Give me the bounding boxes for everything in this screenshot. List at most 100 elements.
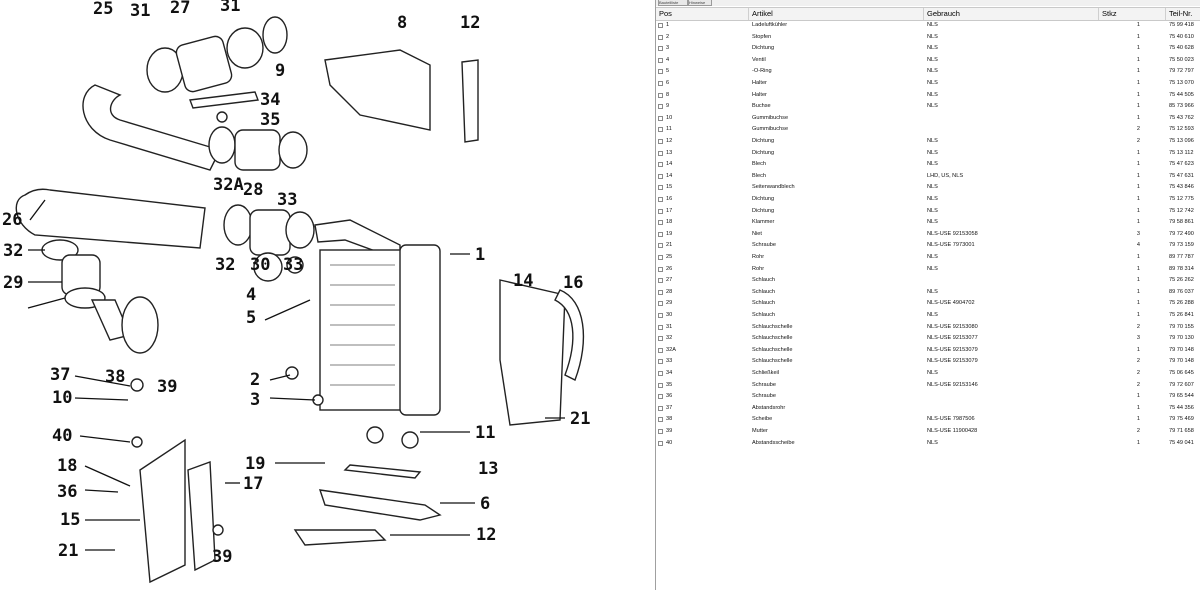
row-checkbox[interactable] xyxy=(658,255,663,260)
row-checkbox[interactable] xyxy=(658,92,663,98)
bracket-8-shape xyxy=(324,49,431,131)
row-checkbox[interactable] xyxy=(658,289,663,295)
row-checkbox[interactable] xyxy=(658,301,663,307)
cell-teilnr: 79 72 797 xyxy=(1169,68,1194,75)
column-header-stkz[interactable]: Stkz xyxy=(1099,8,1166,20)
row-checkbox[interactable] xyxy=(658,115,663,121)
row-checkbox[interactable] xyxy=(658,46,663,52)
cell-stkz: 4 xyxy=(1136,242,1140,249)
tab-hinweise[interactable]: Hinweise xyxy=(688,0,712,6)
row-checkbox[interactable] xyxy=(658,243,663,249)
cell-gebrauch: NLS xyxy=(927,196,938,202)
callout-15: 15 xyxy=(60,510,80,530)
column-header-teilnr[interactable]: Teil-Nr. xyxy=(1169,9,1193,18)
column-header-artikel[interactable]: Artikel xyxy=(749,8,924,20)
row-checkbox[interactable] xyxy=(658,382,663,388)
row-checkbox[interactable] xyxy=(658,440,663,446)
row-checkbox[interactable] xyxy=(658,57,663,63)
row-checkbox[interactable] xyxy=(658,150,663,156)
cell-artikel: Stopfen xyxy=(752,33,772,40)
row-checkbox[interactable] xyxy=(658,347,663,353)
row-checkbox[interactable] xyxy=(658,162,663,168)
row-checkbox[interactable] xyxy=(658,220,663,226)
column-header-gebrauch[interactable]: Gebrauch xyxy=(924,8,1099,20)
row-checkbox[interactable] xyxy=(658,23,663,28)
row-checkbox[interactable] xyxy=(658,371,663,376)
callouts: 25 31 27 31 8 12 9 34 35 32A 28 33 26 1 … xyxy=(2,0,590,567)
row-checkbox[interactable] xyxy=(658,324,663,330)
tab-bauteilliste[interactable]: Bauteilliste xyxy=(658,0,688,6)
cell-teilnr: 89 78 314 xyxy=(1169,265,1194,272)
row-checkbox[interactable] xyxy=(658,231,663,237)
cell-stkz: 1 xyxy=(1136,254,1140,260)
row-checkbox[interactable] xyxy=(658,81,663,86)
cell-artikel: Schlauchschelle xyxy=(752,358,793,365)
cell-gebrauch xyxy=(927,403,1097,415)
row-checkbox[interactable] xyxy=(658,417,663,423)
cell-stkz: 2 xyxy=(1136,370,1140,376)
row-checkbox[interactable] xyxy=(658,69,663,75)
intercooler-core-hatch xyxy=(330,264,395,386)
cell-gebrauch: NLS-USE 7973001 xyxy=(927,242,975,249)
row-checkbox[interactable] xyxy=(658,405,663,411)
row-checkbox[interactable] xyxy=(658,173,663,179)
row-checkbox[interactable] xyxy=(658,336,663,342)
row-checkbox[interactable] xyxy=(658,429,663,434)
row-checkbox[interactable] xyxy=(658,197,663,202)
column-header-pos[interactable]: Pos xyxy=(656,8,749,20)
row-checkbox[interactable] xyxy=(658,266,663,272)
callout-27: 27 xyxy=(170,0,190,18)
cell-stkz: 1 xyxy=(1136,300,1140,307)
cell-gebrauch xyxy=(927,124,1097,136)
cell-gebrauch: NLS xyxy=(927,161,938,168)
cell-teilnr: 79 65 544 xyxy=(1169,393,1194,400)
row-checkbox[interactable] xyxy=(658,104,663,110)
row-checkbox[interactable] xyxy=(658,139,663,144)
row-checkbox[interactable] xyxy=(658,394,663,400)
row-checkbox[interactable] xyxy=(658,127,663,133)
row-checkbox[interactable] xyxy=(658,34,663,40)
row-checkbox[interactable] xyxy=(658,208,663,214)
row-checkbox[interactable] xyxy=(658,185,663,191)
row-checkbox[interactable] xyxy=(658,313,663,318)
row-checkbox[interactable] xyxy=(658,359,663,365)
row-checkbox[interactable] xyxy=(658,278,663,284)
